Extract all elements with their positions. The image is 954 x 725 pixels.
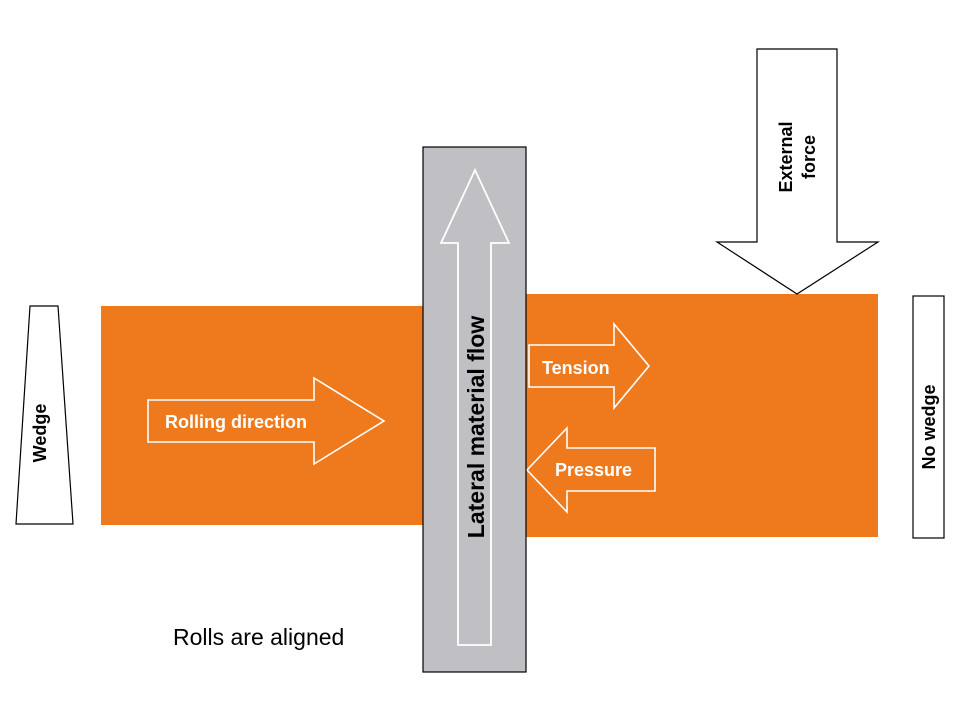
tension-label: Tension bbox=[542, 358, 610, 378]
rolling-direction-arrow bbox=[147, 376, 386, 466]
strip-right bbox=[526, 294, 878, 537]
external-force-arrow bbox=[714, 48, 881, 295]
pressure-arrow bbox=[525, 426, 656, 514]
strip-left bbox=[101, 306, 423, 525]
external-force-label-line2: force bbox=[799, 135, 819, 179]
caption: Rolls are aligned bbox=[173, 624, 344, 650]
wedge-shape bbox=[15, 305, 74, 525]
no-wedge-shape bbox=[912, 295, 945, 539]
tension-arrow bbox=[528, 321, 651, 411]
external-force-label-line1: External bbox=[776, 121, 796, 192]
pressure-label: Pressure bbox=[555, 460, 632, 480]
wedge-label: Wedge bbox=[30, 404, 50, 463]
no-wedge-label: No wedge bbox=[919, 384, 939, 469]
lateral-flow-arrow bbox=[439, 167, 511, 646]
lateral-flow-label: Lateral material flow bbox=[463, 316, 489, 539]
rolling-direction-label: Rolling direction bbox=[165, 412, 307, 432]
roll bbox=[422, 146, 527, 673]
